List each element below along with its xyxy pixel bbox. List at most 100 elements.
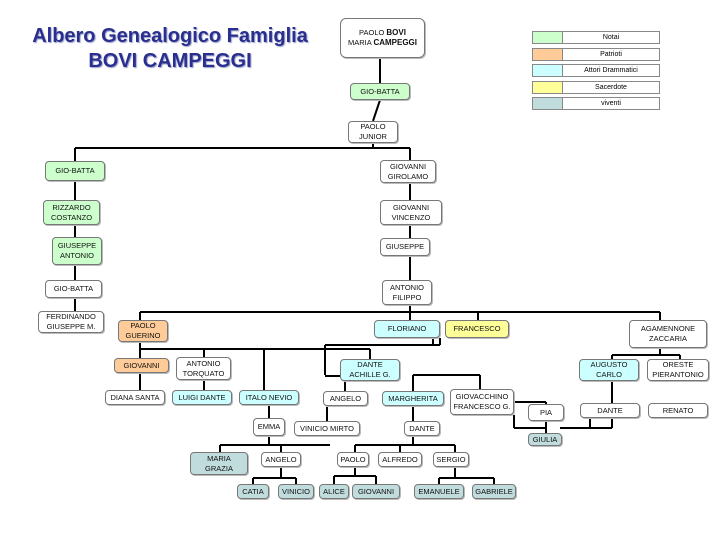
person-name-line: FERDINANDO xyxy=(46,312,96,321)
person-node-diana-santa: DIANA SANTA xyxy=(105,390,165,405)
person-name-line: PAOLO xyxy=(130,321,156,330)
person-node-sergio: SERGIO xyxy=(433,452,469,467)
person-name-line: RIZZARDO xyxy=(52,202,91,212)
person-name-line: EMMA xyxy=(257,422,281,431)
person-name-line: ORESTE xyxy=(662,360,694,369)
person-name-line: ANGELO xyxy=(329,393,362,403)
person-name-line: ALICE xyxy=(323,486,345,496)
tree-title-line1: Albero Genealogico Famiglia xyxy=(32,25,308,47)
person-name-line: VINICIO xyxy=(282,486,310,496)
person-node-giovanni-p: GIOVANNI xyxy=(114,358,169,373)
person-node-emma: EMMA xyxy=(253,418,285,436)
person-name-line: FILIPPO xyxy=(392,292,422,302)
person-name-line: ITALO NEVIO xyxy=(245,392,293,402)
person-node-giulia: GIULIA xyxy=(528,433,562,446)
person-name-line: GUERINO xyxy=(125,331,161,340)
person-name-line: TORQUATO xyxy=(182,368,225,378)
person-name-line: GIULIA xyxy=(532,434,558,444)
person-node-emanuele: EMANUELE xyxy=(414,484,464,499)
person-node-dante-r: DANTE xyxy=(580,403,640,418)
person-name-line: FRANCESCO xyxy=(453,324,501,333)
person-name-line: ANGELO xyxy=(265,454,297,464)
person-name-line: GIO-BATTA xyxy=(55,166,95,175)
person-node-pia: PIA xyxy=(528,404,564,421)
person-name-line: GIO-BATTA xyxy=(53,284,94,293)
person-name-line: CATIA xyxy=(242,486,264,496)
person-node-giovanni-low: GIOVANNI xyxy=(352,484,400,499)
person-name-line: GRAZIA xyxy=(205,463,233,473)
person-node-giuseppe: GIUSEPPE xyxy=(380,238,430,256)
person-node-vinicio: VINICIO xyxy=(278,484,314,499)
person-node-giobatta-top: GIO-BATTA xyxy=(350,83,410,100)
person-name-line: AUGUSTO xyxy=(590,360,628,369)
person-node-giobatta-low: GIO-BATTA xyxy=(45,280,102,298)
person-node-angelo-mid: ANGELO xyxy=(323,391,368,406)
legend-label: Notai xyxy=(562,31,660,44)
person-name-line: GIO-BATTA xyxy=(360,86,400,96)
person-name-line: FLORIANO xyxy=(387,324,427,333)
person-name-line: ZACCARIA xyxy=(649,334,687,343)
person-name-line: JUNIOR xyxy=(359,132,387,141)
person-name-line: GIUSEPPE M. xyxy=(46,322,96,331)
person-name-line: GABRIELE xyxy=(475,486,513,496)
person-name-line: GIUSEPPE xyxy=(385,242,425,251)
root-first-name: PAOLO xyxy=(359,28,387,37)
person-name-line: ANTONIO xyxy=(59,251,95,260)
person-node-catia: CATIA xyxy=(237,484,269,499)
tree-title-line2: BOVI CAMPEGGI xyxy=(88,50,252,72)
person-node-alfredo: ALFREDO xyxy=(378,452,422,467)
person-name-line: AGAMENNONE xyxy=(640,324,696,333)
person-name-line: MARIA xyxy=(207,453,231,463)
person-name-line: GIOVANNI xyxy=(123,360,160,370)
person-name-line: DANTE xyxy=(357,360,383,369)
person-name-line: COSTANZO xyxy=(50,212,93,222)
person-name-line: ACHILLE G. xyxy=(349,370,391,379)
person-name-line: DANTE xyxy=(409,423,435,433)
person-node-italo-nevio: ITALO NEVIO xyxy=(239,390,299,405)
person-name-line: PAOLO xyxy=(360,122,386,131)
root-surname: BOVI xyxy=(386,28,406,37)
person-name-line: VINICIO MIRTO xyxy=(300,423,354,433)
person-name-line: ANTONIO xyxy=(186,358,221,368)
legend-label: viventi xyxy=(562,97,660,110)
person-node-angelo-low: ANGELO xyxy=(261,452,301,467)
person-name-line: GIOVANNI xyxy=(392,202,430,212)
legend-label: Patrioti xyxy=(562,47,660,61)
person-name-line: LUIGI DANTE xyxy=(178,392,226,402)
person-name-line: SERGIO xyxy=(436,454,466,464)
person-name-line: ALFREDO xyxy=(382,454,418,464)
person-name-line: PIERANTONIO xyxy=(652,370,704,379)
person-node-renato: RENATO xyxy=(648,403,708,418)
person-node-francesco: FRANCESCO xyxy=(445,320,509,338)
person-node-dante-low: DANTE xyxy=(404,421,440,436)
person-name-line: PAOLO xyxy=(340,454,366,464)
legend-label: Sacerdote xyxy=(562,80,660,94)
root-spouse-surname: CAMPEGGI xyxy=(373,38,417,47)
person-node-gabriele: GABRIELE xyxy=(472,484,516,499)
connector-line xyxy=(372,99,381,122)
person-name-line: VINCENZO xyxy=(391,212,431,222)
person-name-line: PIA xyxy=(539,407,553,417)
person-name-line: DIANA SANTA xyxy=(110,392,160,402)
person-node-giobatta-left: GIO-BATTA xyxy=(45,161,105,181)
person-name-line: GIUSEPPE xyxy=(57,241,97,250)
person-name-line: GIROLAMO xyxy=(387,171,429,181)
person-name-line: DANTE xyxy=(597,405,623,415)
person-node-margherita: MARGHERITA xyxy=(382,391,444,406)
person-node-paolo-low: PAOLO xyxy=(337,452,369,467)
person-name-line: CARLO xyxy=(596,370,622,379)
